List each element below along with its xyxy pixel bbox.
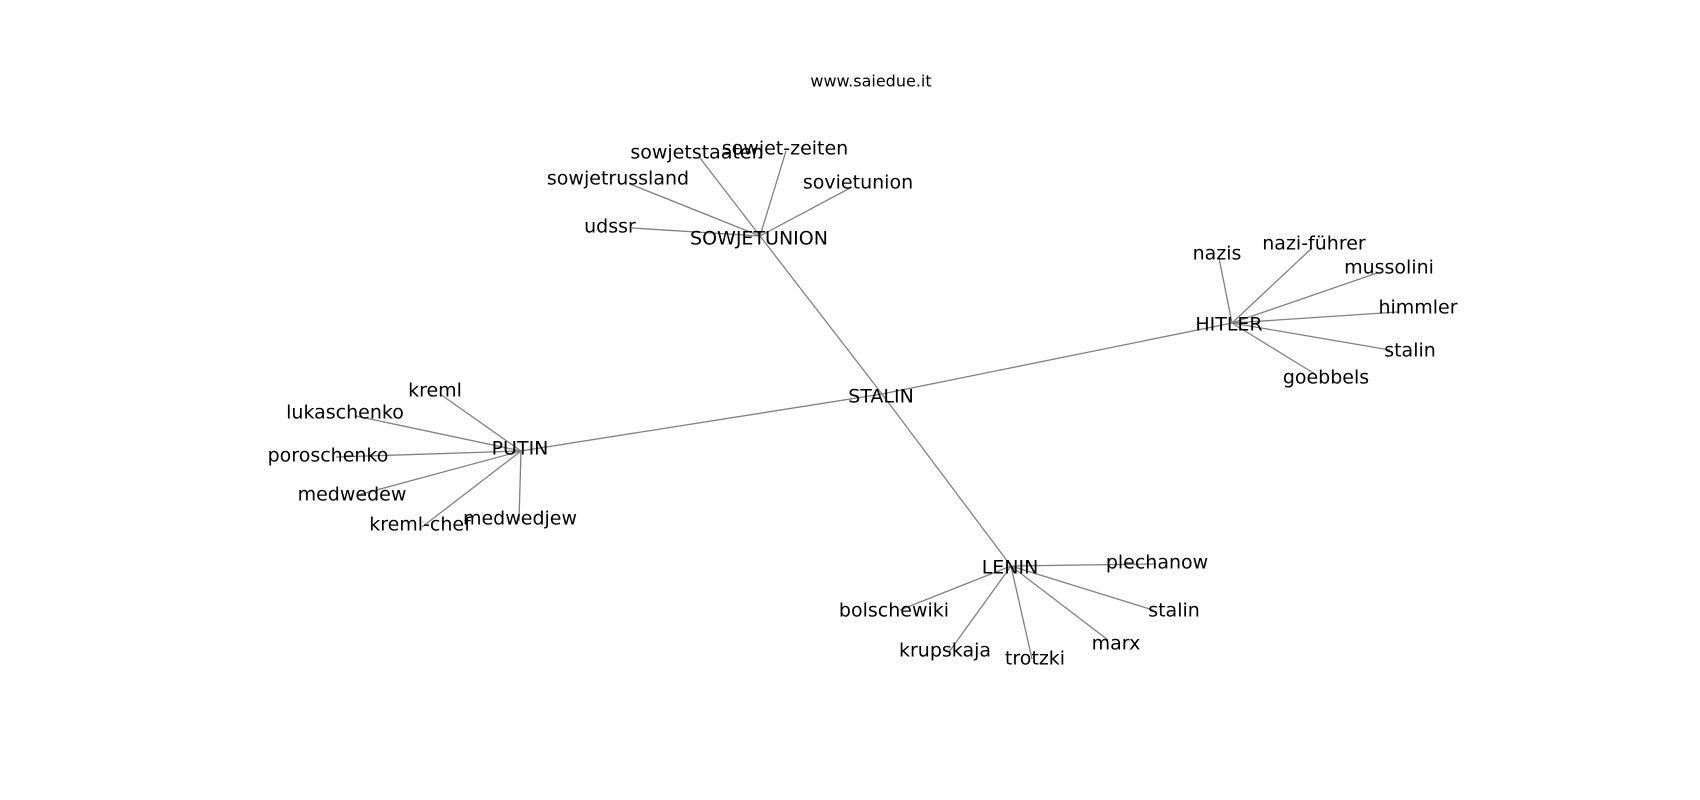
leaf-node-hitler-5: goebbels	[1283, 367, 1369, 389]
leaf-node-lenin-5: trotzki	[1005, 648, 1065, 670]
edge-putin-leaf-5	[518, 450, 522, 522]
leaf-node-putin-2: poroschenko	[268, 445, 389, 467]
edge-hitler-leaf-2	[1231, 272, 1378, 324]
edge-lenin-leaf-0	[1010, 563, 1156, 567]
leaf-node-putin-4: kreml-chef	[369, 514, 472, 536]
edge-sowjetunion-leaf-3	[759, 186, 853, 237]
edge-putin-leaf-0	[439, 393, 522, 452]
leaf-node-lenin-4: krupskaja	[899, 640, 991, 662]
leaf-node-sowjetunion-3: sovietunion	[803, 172, 913, 194]
hub-node-lenin: LENIN	[982, 557, 1039, 579]
edge-sowjetunion-leaf-4	[631, 227, 761, 237]
leaf-node-hitler-2: mussolini	[1344, 257, 1434, 279]
edge-hitler-leaf-1	[1231, 247, 1313, 324]
edge-lenin-leaf-1	[899, 565, 1012, 611]
leaf-node-hitler-0: nazis	[1193, 243, 1242, 265]
leaf-node-lenin-2: stalin	[1148, 600, 1200, 622]
leaf-node-sowjetunion-4: udssr	[584, 216, 636, 238]
leaf-node-hitler-4: stalin	[1384, 340, 1436, 362]
caption-text: www.saiedue.it	[810, 72, 931, 91]
edge-putin-leaf-1	[355, 415, 522, 452]
hub-node-putin: PUTIN	[492, 438, 549, 460]
edge-sowjetunion-leaf-1	[759, 150, 787, 237]
edge-hitler-leaf-0	[1218, 257, 1233, 324]
leaf-node-hitler-3: himmler	[1378, 297, 1457, 319]
leaf-node-putin-5: medwedjew	[463, 508, 577, 530]
edge-lenin-leaf-5	[1010, 565, 1033, 660]
edge-putin-leaf-2	[335, 450, 522, 458]
leaf-node-lenin-0: plechanow	[1106, 552, 1208, 574]
edges-layer	[335, 150, 1399, 660]
labels-layer: www.saiedue.it STALIN SOWJETUNION sowjetst…	[268, 72, 1458, 670]
hub-node-hitler: HITLER	[1195, 314, 1262, 336]
edge-center-hitler	[881, 322, 1233, 395]
edge-lenin-leaf-3	[1010, 565, 1109, 641]
edge-hitler-leaf-3	[1231, 311, 1399, 324]
edge-putin-leaf-4	[421, 450, 522, 528]
hub-node-sowjetunion: SOWJETUNION	[690, 228, 828, 250]
leaf-node-sowjetunion-2: sowjetrussland	[547, 168, 689, 190]
edge-hitler-leaf-4	[1231, 322, 1391, 351]
leaf-node-lenin-1: bolschewiki	[839, 600, 949, 622]
edge-lenin-leaf-2	[1010, 565, 1154, 611]
leaf-node-lenin-3: marx	[1092, 633, 1141, 655]
leaf-node-sowjetunion-1: sowjet-zeiten	[722, 138, 848, 160]
leaf-node-putin-0: kreml	[408, 380, 462, 402]
edge-center-lenin	[881, 393, 1012, 567]
edge-center-putin	[520, 393, 883, 452]
leaf-node-putin-3: medwedew	[298, 484, 407, 506]
leaf-node-putin-1: lukaschenko	[286, 402, 404, 424]
edge-hitler-leaf-5	[1231, 322, 1316, 375]
edge-sowjetunion-leaf-0	[699, 157, 761, 237]
edge-center-sowjetunion	[759, 235, 883, 395]
edge-putin-leaf-3	[357, 450, 522, 496]
leaf-node-hitler-1: nazi-führer	[1262, 233, 1366, 255]
center-node-label: STALIN	[848, 386, 914, 408]
leaf-node-sowjetunion-0: sowjetstaaten	[630, 142, 763, 164]
edge-lenin-leaf-4	[948, 565, 1012, 653]
edge-sowjetunion-leaf-2	[629, 183, 761, 237]
